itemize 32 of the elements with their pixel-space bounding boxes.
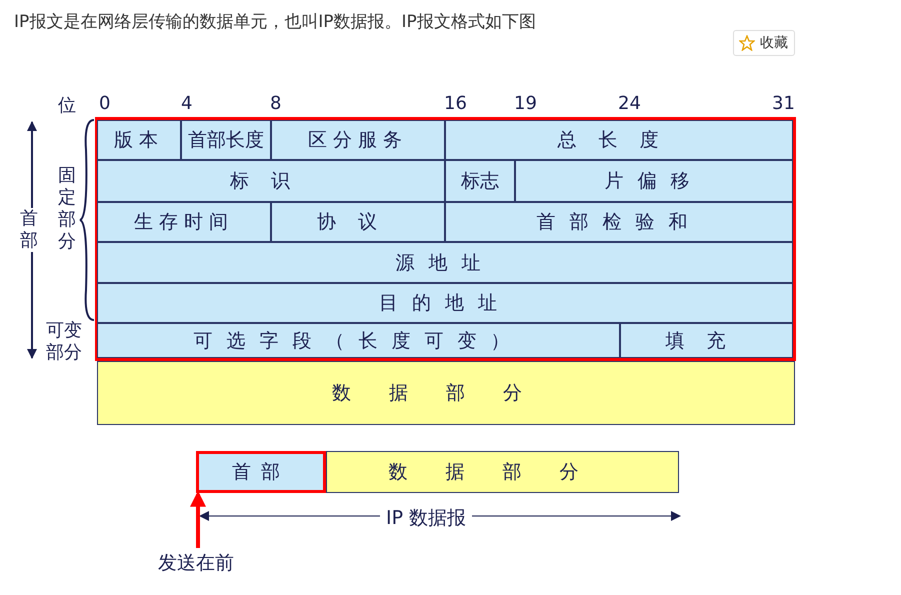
side-label: 可变部分 (46, 320, 83, 364)
bit-number: 0 (99, 93, 110, 114)
field-cell: 标志 (445, 160, 515, 202)
bit-number: 8 (270, 93, 282, 114)
field-cell: 版本 (97, 120, 181, 160)
bit-number: 4 (181, 93, 192, 114)
field-cell: 生存时间 (97, 202, 271, 242)
field-cell: 标识 (97, 160, 445, 202)
field-cell: 源地址 (97, 242, 793, 283)
field-cell: 总长度 (445, 120, 793, 160)
field-cell: 首部检验和 (445, 202, 793, 242)
field-cell: 协议 (271, 202, 445, 242)
header-outline (95, 117, 796, 361)
bit-number: 19 (514, 93, 537, 114)
bit-number: 24 (618, 93, 641, 114)
field-cell: 首部 (196, 451, 326, 493)
heading-text: IP报文是在网络层传输的数据单元，也叫IP数据报。IP报文格式如下图 (14, 11, 536, 33)
field-cell: 数据部分 (97, 361, 795, 425)
field-cell: 数据部分 (326, 451, 679, 493)
field-cell: 填充 (620, 323, 793, 358)
field-cell: 片偏移 (515, 160, 793, 202)
bit-label: 位 (58, 94, 76, 117)
field-cell: 区分服务 (271, 120, 445, 160)
bit-number: 31 (772, 93, 795, 114)
arrow (190, 490, 206, 548)
field-cell: 可选字段（长度可变） (97, 323, 620, 358)
field-cell: 首部长度 (181, 120, 271, 160)
side-label: 首部 (20, 208, 40, 252)
favorite-button: 收藏 (733, 30, 795, 56)
caption-text: 发送在前 (146, 548, 246, 578)
bit-number: 16 (444, 93, 467, 114)
field-cell: 目的地址 (97, 283, 793, 323)
